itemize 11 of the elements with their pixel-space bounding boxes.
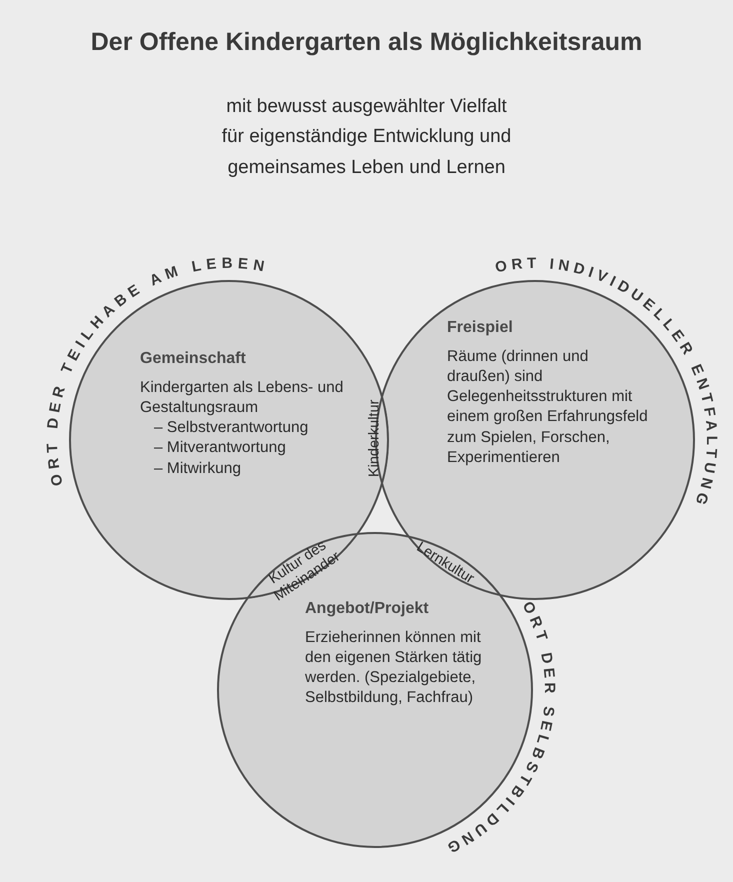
region-text: – Selbstverantwortung [153, 418, 310, 438]
region-heading: Gemeinschaft [140, 350, 247, 368]
subtitle: mit bewusst ausgewählter Vielfalt für eigenständige Entwicklung und gemeinsames Leben und Lernen [220, 95, 512, 180]
region-text: Erzieherinnen können mit den eigenen Stärken tätig werden. (Spezialgebiete, Selbstbildung, Fachfrau) [305, 628, 483, 706]
overlap-label: Kinderkultur [366, 398, 384, 480]
region-text: – Mitverantwortung [153, 438, 287, 458]
region-heading: Angebot/Projekt [305, 600, 430, 618]
region-heading: Freispiel [447, 319, 514, 337]
region-text: – Mitwirkung [153, 458, 242, 479]
region-text: Kindergarten als Lebens- und Gestaltungsraum [140, 378, 344, 418]
title: Der Offene Kindergarten als Möglichkeitsraum [90, 28, 644, 57]
